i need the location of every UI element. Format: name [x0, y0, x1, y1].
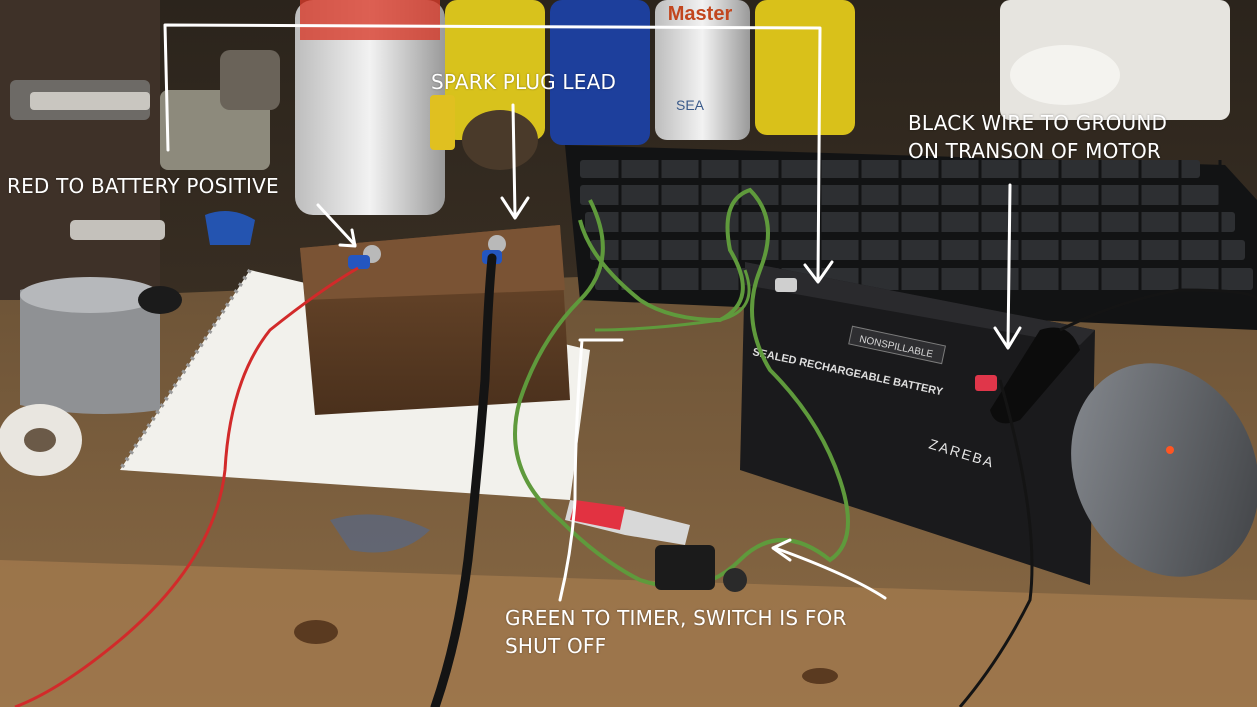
green-wire-2	[594, 269, 751, 332]
spray-can-1-band	[300, 0, 440, 40]
bench-front-board	[0, 560, 1257, 707]
spark-lead-arrowhead	[500, 196, 530, 220]
spark-plug-2	[70, 220, 165, 240]
spray-can-blue	[550, 0, 650, 145]
black-wire-label: BLACK WIRE TO GROUND ON TRANSON OF MOTOR	[908, 109, 1167, 165]
speaker-cone	[1010, 45, 1120, 105]
vise-jaw	[220, 50, 280, 110]
red-to-battery-label: RED TO BATTERY POSITIVE	[7, 174, 279, 198]
steel-cylinder	[20, 282, 160, 414]
black-arrowhead	[993, 326, 1022, 350]
can-sea-text: SEA	[676, 97, 705, 113]
green-bracket-line	[558, 338, 584, 602]
mouse-cable	[1059, 288, 1257, 332]
ground-wire	[958, 379, 1034, 707]
spark-plug-1	[30, 92, 150, 110]
tape-roll-hole	[24, 428, 56, 452]
battery-bracket-arrowhead	[803, 260, 834, 284]
red-arrow	[316, 203, 357, 247]
terminal-right	[488, 235, 506, 253]
battery-positive-terminal	[975, 375, 997, 391]
spark-lead-arrow	[511, 103, 517, 217]
green-label-line1: GREEN TO TIMER, SWITCH IS FOR	[505, 606, 847, 630]
cylinder-top	[20, 277, 160, 313]
green-to-timer-label: GREEN TO TIMER, SWITCH IS FOR SHUT OFF	[505, 604, 847, 660]
toggle-switch	[655, 545, 715, 590]
battery-negative-terminal	[775, 278, 797, 292]
red-wire-connector	[348, 255, 370, 269]
green-wire	[513, 187, 850, 589]
left-machinery	[0, 0, 160, 300]
green-label-line2: SHUT OFF	[505, 634, 607, 658]
black-cap	[138, 286, 182, 314]
black-arrow	[1006, 183, 1012, 347]
blue-clip	[205, 211, 255, 245]
switch-arrowhead	[771, 538, 792, 562]
black-spark-lead	[430, 253, 497, 707]
switch-arrow	[773, 546, 887, 600]
black-wire-label-line1: BLACK WIRE TO GROUND	[908, 111, 1168, 135]
spark-plug-lead-label: SPARK PLUG LEAD	[431, 70, 617, 94]
computer-mouse	[1071, 363, 1257, 577]
black-clip	[990, 327, 1080, 424]
annotation-arrows	[163, 23, 1022, 602]
spray-can-1	[295, 0, 445, 215]
alligator-clip-boot	[570, 500, 625, 530]
spray-can-master	[655, 0, 750, 140]
spray-can-yellow-2	[755, 0, 855, 135]
wood-knot-2	[802, 668, 838, 684]
red-arrowhead	[338, 228, 357, 248]
black-wire-label-line2: ON TRANSON OF MOTOR	[908, 139, 1162, 163]
can-master-text: Master	[668, 3, 733, 25]
gear	[462, 110, 538, 170]
red-wire	[14, 266, 359, 707]
paint-stain	[330, 514, 430, 553]
small-yellow-bottle	[430, 95, 455, 150]
mouse-led	[1166, 446, 1174, 454]
spray-can-yellow	[445, 0, 545, 140]
wood-knot	[294, 620, 338, 644]
switch-nut	[723, 568, 747, 592]
battery-bracket-line	[163, 23, 822, 282]
